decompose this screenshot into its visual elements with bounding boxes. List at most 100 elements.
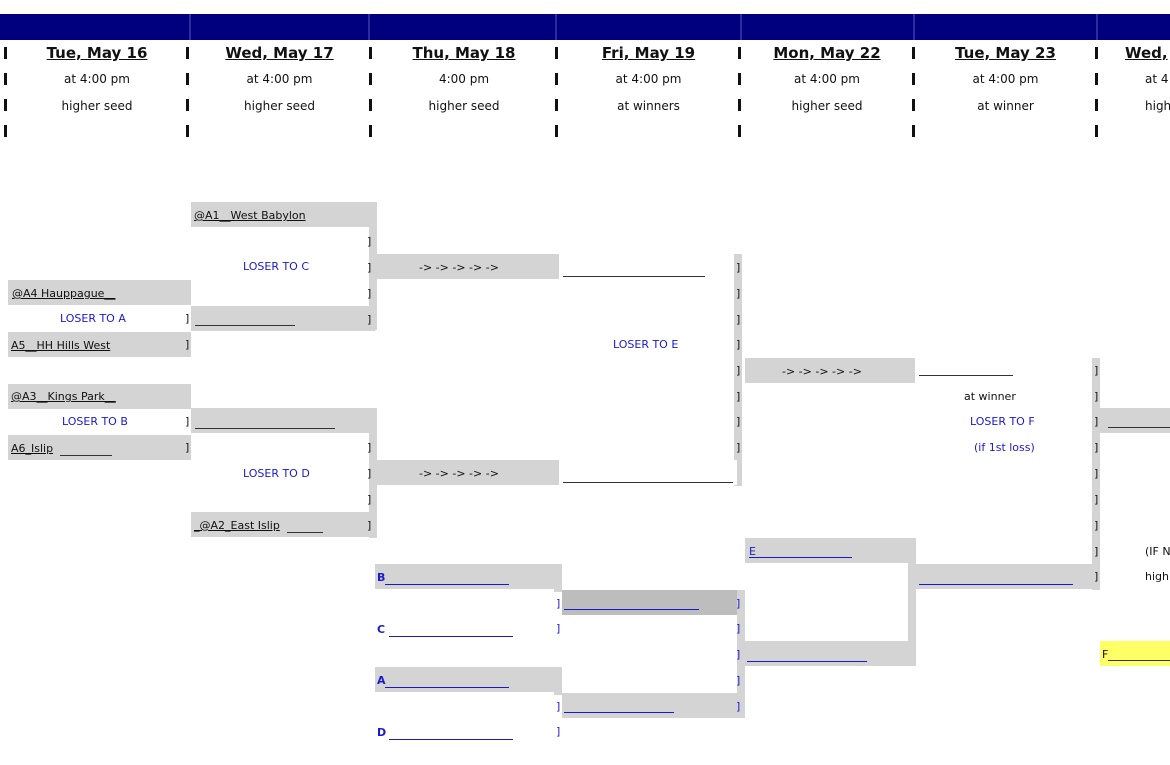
- round-header: Wed, at 4 high: [1099, 40, 1170, 150]
- column-divider: [555, 47, 558, 59]
- team-name: @A3__Kings Park__: [11, 390, 116, 403]
- round-date: Thu, May 18: [412, 44, 516, 62]
- column-divider: [738, 125, 741, 137]
- bracket-mark: ]: [367, 261, 372, 274]
- team-name: A5__HH Hills West: [11, 339, 111, 352]
- bracket-mark: ]: [367, 519, 372, 532]
- blank-line: [1108, 660, 1170, 661]
- first-loss-note: (if 1st loss): [974, 441, 1035, 454]
- bracket-mark: ]: [736, 338, 741, 351]
- consolation-slot: [745, 641, 915, 666]
- column-divider: [555, 73, 558, 85]
- slot-f: F: [1100, 641, 1170, 666]
- advance-slot: -> -> -> -> ->: [375, 254, 562, 279]
- bracket-connector: [369, 202, 377, 330]
- bracket-mark: ]: [556, 700, 561, 713]
- blank-line: [563, 276, 705, 277]
- bracket-mark: ]: [556, 597, 561, 610]
- round-location: at winner: [977, 99, 1034, 113]
- bracket-mark: ]: [367, 493, 372, 506]
- blank-line: [564, 712, 674, 713]
- band-divider: [1096, 14, 1098, 40]
- bracket-mark: ]: [1094, 415, 1099, 428]
- column-divider: [186, 47, 189, 59]
- advance-arrows: -> -> -> -> ->: [782, 365, 862, 378]
- round-date: Tue, May 16: [46, 44, 148, 62]
- column-divider: [912, 73, 915, 85]
- bracket-mark: ]: [367, 235, 372, 248]
- slot-letter: A: [377, 674, 386, 687]
- column-divider: [1095, 99, 1098, 111]
- blank-line: [747, 661, 867, 662]
- column-divider: [186, 125, 189, 137]
- bracket-mark: ]: [736, 622, 741, 635]
- round-time: at 4:00 pm: [615, 72, 682, 86]
- bracket-mark: ]: [736, 700, 741, 713]
- team-slot-a4: @A4 Hauppague__: [8, 280, 191, 305]
- bracket-mark: ]: [367, 467, 372, 480]
- blank-line: [389, 739, 513, 740]
- round-location: higher seed: [61, 99, 133, 113]
- bracket-mark: ]: [736, 261, 741, 274]
- bracket-connector: [734, 254, 742, 486]
- column-divider: [912, 47, 915, 59]
- team-slot-a6: A6_Islip: [8, 435, 191, 460]
- column-divider: [738, 99, 741, 111]
- bracket-mark: ]: [736, 597, 741, 610]
- band-divider: [913, 14, 915, 40]
- bracket-mark: ]: [736, 313, 741, 326]
- round-time: at 4: [1145, 72, 1169, 86]
- blank-line: [389, 636, 513, 637]
- round-time: at 4:00 pm: [972, 72, 1039, 86]
- round-date: Mon, May 22: [773, 44, 881, 62]
- column-divider: [738, 47, 741, 59]
- bracket-connector: [369, 408, 377, 538]
- consolation-winner-slot: [562, 590, 738, 615]
- team-slot-a1: @A1__West Babylon: [191, 202, 375, 227]
- advance-arrows: -> -> -> -> ->: [419, 261, 499, 274]
- round-location: higher seed: [428, 99, 500, 113]
- band-divider: [189, 14, 191, 40]
- column-divider: [1095, 73, 1098, 85]
- column-divider: [4, 99, 7, 111]
- bracket-mark: ]: [1094, 390, 1099, 403]
- bracket-mark: ]: [1094, 467, 1099, 480]
- consolation-slot-b: B: [375, 564, 562, 589]
- column-divider: [186, 73, 189, 85]
- team-slot-a5: A5__HH Hills West: [8, 332, 191, 357]
- winner-slot: [191, 408, 375, 433]
- bracket-mark: ]: [1094, 519, 1099, 532]
- bracket-mark: ]: [1094, 493, 1099, 506]
- blank-line: [195, 428, 335, 429]
- round-location: at winners: [617, 99, 680, 113]
- game-location: at winner: [964, 390, 1016, 403]
- column-divider: [369, 47, 372, 59]
- advance-slot: -> -> -> -> ->: [375, 460, 562, 485]
- blank-line: [919, 375, 1013, 376]
- header-band: [0, 14, 1170, 40]
- round-date: Tue, May 23: [955, 44, 1056, 62]
- bracket-mark: ]: [367, 313, 372, 326]
- advance-arrows: -> -> -> -> ->: [419, 467, 499, 480]
- slot-letter: D: [377, 726, 387, 739]
- bracket-mark: ]: [185, 338, 190, 351]
- higher-seed-note: high: [1145, 570, 1169, 583]
- round-header: Tue, May 23 at 4:00 pm at winner: [916, 40, 1095, 150]
- consolation-slot-d: D: [375, 719, 562, 744]
- round-time: 4:00 pm: [438, 72, 490, 86]
- bracket-mark: ]: [1094, 364, 1099, 377]
- column-divider: [369, 73, 372, 85]
- team-name: @A4 Hauppague__: [12, 287, 116, 300]
- bracket-mark: ]: [736, 648, 741, 661]
- loser-note: LOSER TO E: [613, 338, 679, 351]
- winner-slot: [191, 306, 375, 331]
- column-divider: [369, 99, 372, 111]
- round-location: higher seed: [244, 99, 315, 113]
- column-divider: [4, 73, 7, 85]
- blank-line: [195, 325, 295, 326]
- blank-line: [563, 482, 733, 483]
- column-divider: [186, 99, 189, 111]
- bracket-mark: ]: [185, 312, 190, 325]
- loser-note: LOSER TO F: [970, 415, 1035, 428]
- round-header: Wed, May 17 at 4:00 pm higher seed: [190, 40, 369, 150]
